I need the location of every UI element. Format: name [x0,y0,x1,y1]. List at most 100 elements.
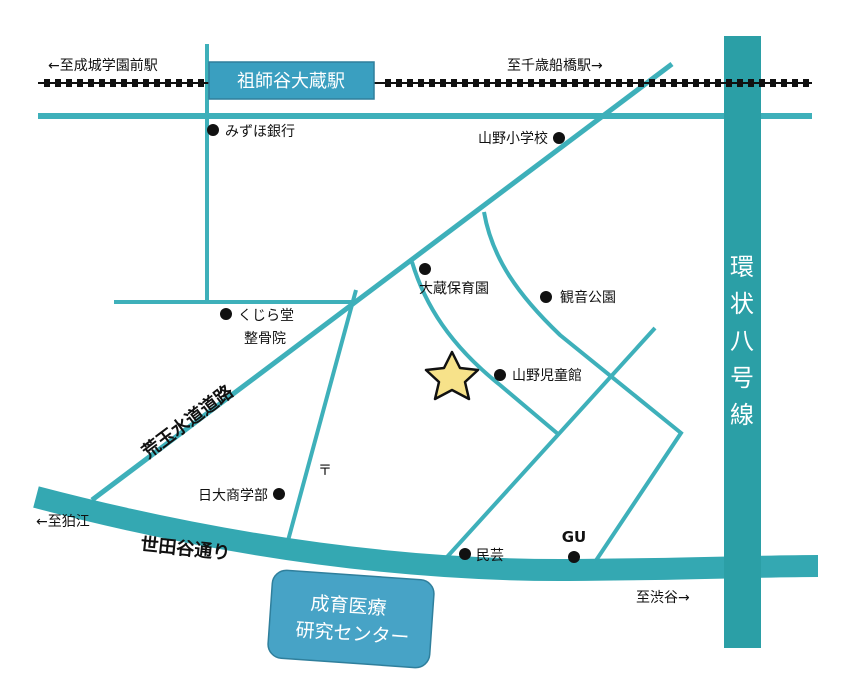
poi-label-mingei: 民芸 [476,548,504,564]
road-mingei-diagonal [435,326,657,570]
rail-tie [528,79,534,87]
rail-tie [715,79,721,87]
rail-tie [517,79,523,87]
rail-tie [495,79,501,87]
rail-tie [704,79,710,87]
ring8-char-5: 線 [730,401,754,429]
rail-tie [451,79,457,87]
poi-label-kannon-park: 観音公園 [560,289,616,306]
poi-dot-okura-nursery [419,263,431,275]
dir-to-komae: ←至狛江 [36,514,90,530]
rail-tie [473,79,479,87]
rail-tie [429,79,435,87]
rail-tie [165,79,171,87]
poi-label-yamano-jido: 山野児童館 [512,367,582,384]
rail-tie [187,79,193,87]
poi-label-mizuho: みずほ銀行 [225,124,295,140]
rail-tie [594,79,600,87]
rail-tie [440,79,446,87]
poi-dot-yamano-school [553,132,565,144]
rail-tie [77,79,83,87]
rail-tie [572,79,578,87]
poi-label-okura-nursery: 大蔵保育園 [419,281,489,297]
rail-tie [748,79,754,87]
rail-tie [176,79,182,87]
poi-label-kujira-1: くじら堂 [238,308,294,324]
road-arakawa [90,62,674,502]
rail-tie [462,79,468,87]
rail-tie [44,79,50,87]
station-label: 祖師谷大蔵駅 [208,61,375,100]
dir-to-shibuya: 至渋谷→ [636,590,690,606]
road-setagaya [33,486,819,582]
rail-tie [792,79,798,87]
rail-tie [803,79,809,87]
rail-tie [154,79,160,87]
road-label-arakawa: 荒玉水道道路 [137,380,238,464]
rail-tie [418,79,424,87]
road-nursery-curve [410,261,560,436]
rail-tie [660,79,666,87]
ring8-label: 環 状 八 号 線 [730,253,754,429]
rail-tie [693,79,699,87]
rail-tie [605,79,611,87]
rail-tie [110,79,116,87]
poi-dot-kujira [220,308,232,320]
rail-to-east: 至千歳船橋駅→ [507,58,603,74]
ring8-char-4: 号 [730,364,754,392]
rail-tie [407,79,413,87]
poi-dot-mingei [459,548,471,560]
rail-tie [55,79,61,87]
railway-line [38,79,812,87]
rail-tie [385,79,391,87]
poi-dot-yamano-jido [494,369,506,381]
rail-tie [638,79,644,87]
rail-tie [649,79,655,87]
poi-layer: みずほ銀行 山野小学校 大蔵保育園 観音公園 くじら堂 整骨院 山野児童館 日大… [198,124,616,564]
road-to-setagaya [284,289,358,549]
poi-dot-gu [568,551,580,563]
rail-tie [88,79,94,87]
poi-dot-mizuho [207,124,219,136]
road-ring8 [724,36,761,648]
rail-tie [99,79,105,87]
road-park-curve [482,211,684,570]
rail-tie [198,79,204,87]
rail-tie [682,79,688,87]
research-center-box [267,569,435,669]
rail-tie [396,79,402,87]
rail-tie [66,79,72,87]
rail-tie [671,79,677,87]
rail-tie [132,79,138,87]
rail-tie [616,79,622,87]
ring8-char-3: 八 [730,327,754,355]
poi-dot-kannon-park [540,291,552,303]
rail-to-west: ←至成城学園前駅 [48,57,158,74]
research-center: 成育医療 研究センター [267,569,435,669]
rail-ties [44,79,809,87]
poi-label-nichidai: 日大商学部 [198,488,268,504]
poi-label-kujira-2: 整骨院 [244,331,286,347]
rail-tie [121,79,127,87]
poi-label-yamano-school: 山野小学校 [478,130,548,147]
station-box [208,61,375,100]
rail-tie [550,79,556,87]
rail-tie [484,79,490,87]
poi-label-gu: GU [562,528,587,546]
rail-tie [539,79,545,87]
station-name: 祖師谷大蔵駅 [237,71,345,92]
ring8-char-2: 状 [730,290,754,318]
rail-tie [627,79,633,87]
poi-dot-nichidai [273,488,285,500]
post-office-symbol: 〒 [318,463,332,479]
rail-tie [561,79,567,87]
star-icon [424,350,480,401]
rail-tie [583,79,589,87]
rail-tie [143,79,149,87]
rail-tie [726,79,732,87]
rail-tie [737,79,743,87]
research-center-line1: 成育医療 [310,592,387,619]
rail-tie [759,79,765,87]
